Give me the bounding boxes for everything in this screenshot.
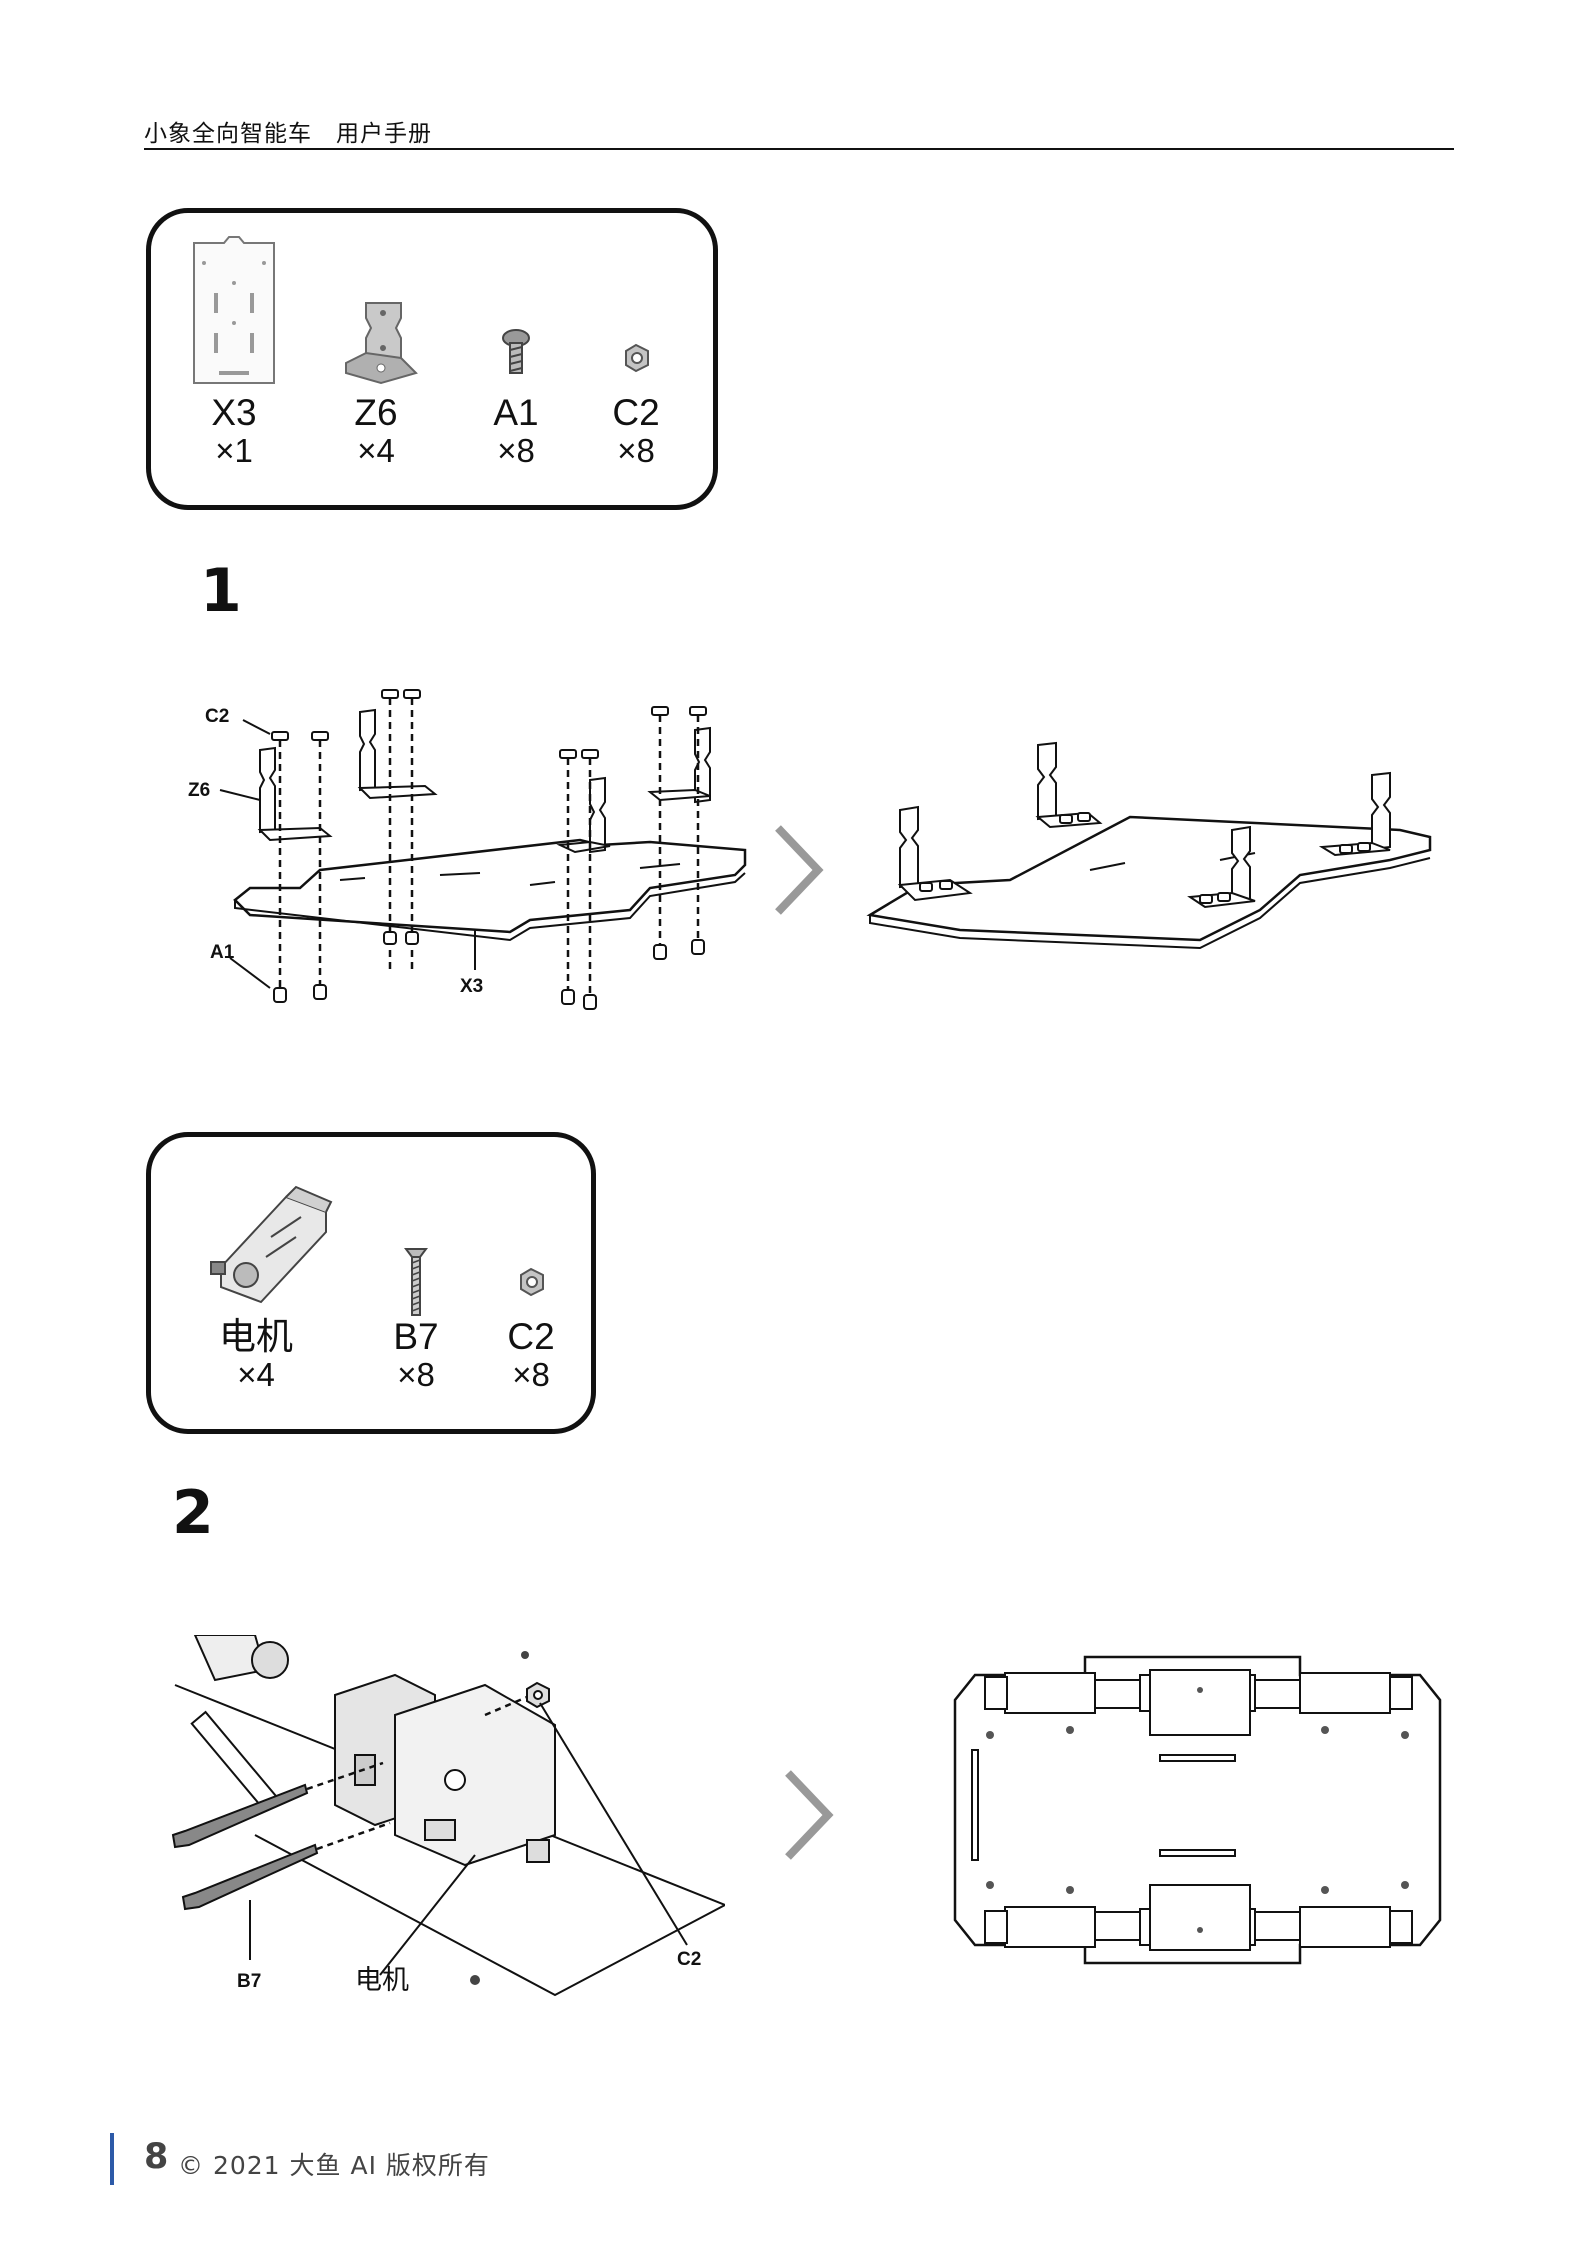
step1-exploded-diagram: C2 Z6 A1 X3 <box>188 689 747 1010</box>
header-title: 小象全向智能车 用户手册 <box>144 121 432 147</box>
callout-b7: B7 <box>237 1971 261 1992</box>
step-number: 1 <box>200 556 242 626</box>
step-number: 2 <box>172 1478 214 1548</box>
parts-box-step1: X3 ×1 Z6 ×4 A1 ×8 C2 ×8 <box>146 208 718 510</box>
callout-x3: X3 <box>460 976 483 997</box>
callout-c2: C2 <box>677 1949 701 1970</box>
hex-nut-icon <box>520 1267 544 1297</box>
step2-closeup-diagram: B7 电机 C2 <box>155 1635 725 2010</box>
footer-accent-bar <box>110 2133 114 2185</box>
callout-c2: C2 <box>205 706 229 727</box>
part-code: A1 <box>493 392 539 433</box>
part-qty: ×8 <box>617 432 655 469</box>
hex-nut-icon <box>625 343 649 373</box>
part-z6: Z6 ×4 <box>321 233 431 469</box>
part-code: Z6 <box>354 392 398 433</box>
part-qty: ×1 <box>215 432 253 469</box>
callout-motor: 电机 <box>355 1965 409 1996</box>
part-motor: 电机 ×4 <box>201 1157 333 1393</box>
part-code: X3 <box>211 392 257 433</box>
page-number: 8 <box>144 2137 169 2177</box>
part-qty: ×8 <box>512 1356 550 1393</box>
part-x3: X3 ×1 <box>179 233 289 469</box>
part-b7: B7 ×8 <box>361 1157 471 1393</box>
callout-z6: Z6 <box>188 780 210 801</box>
part-c2: C2 ×8 <box>476 1157 586 1393</box>
part-code: 电机 <box>219 1316 293 1357</box>
part-qty: ×8 <box>397 1356 435 1393</box>
part-code: C2 <box>612 392 660 433</box>
next-arrow-icon <box>775 825 824 915</box>
part-a1: A1 ×8 <box>461 233 571 469</box>
next-arrow-icon <box>785 1770 834 1860</box>
step1-assembled-diagram <box>866 741 1432 950</box>
l-bracket-icon <box>345 302 418 385</box>
callout-a1: A1 <box>210 942 235 963</box>
long-screw-icon <box>404 1248 428 1316</box>
step2-assembled-topview <box>953 1655 1442 1965</box>
part-code: C2 <box>507 1316 555 1357</box>
footer-copyright: © 2021 大鱼 AI 版权所有 <box>178 2151 490 2180</box>
part-qty: ×4 <box>357 432 395 469</box>
parts-box-step2: 电机 ×4 B7 ×8 C2 ×8 <box>146 1132 596 1434</box>
part-code: B7 <box>393 1316 439 1357</box>
screw-icon <box>502 329 530 374</box>
motor-icon <box>210 1185 333 1304</box>
part-qty: ×8 <box>497 432 535 469</box>
chassis-plate-icon <box>193 236 275 384</box>
part-qty: ×4 <box>237 1356 275 1393</box>
header-rule <box>144 148 1454 150</box>
part-c2: C2 ×8 <box>581 233 691 469</box>
